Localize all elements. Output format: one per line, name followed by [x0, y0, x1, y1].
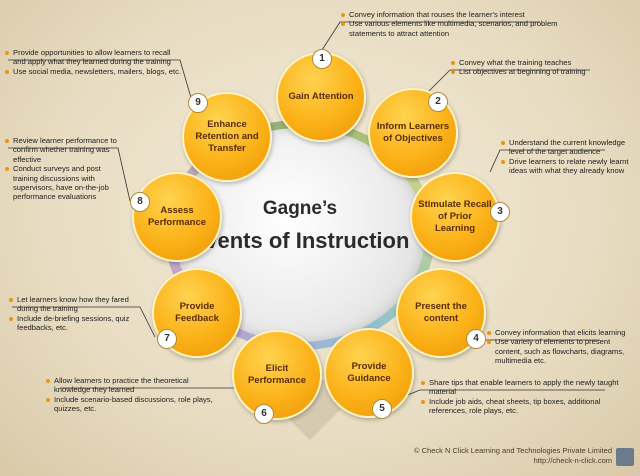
- event-label: Stimulate Recall of Prior Learning: [418, 199, 492, 234]
- event-number-1: 1: [312, 49, 332, 69]
- note-item: Review learner performance to confirm wh…: [4, 136, 122, 164]
- event-3-stimulate-recall: Stimulate Recall of Prior Learning: [410, 172, 500, 262]
- note-item: Include de-briefing sessions, quiz feedb…: [8, 314, 148, 333]
- note-event-8: Review learner performance to confirm wh…: [4, 136, 122, 202]
- connector-3: [489, 149, 605, 173]
- note-item: Convey information that rouses the learn…: [340, 10, 560, 19]
- center-title: Gagne’s: [262, 198, 338, 219]
- event-label: Inform Learners of Objectives: [376, 121, 450, 144]
- event-label: Gain Attention: [288, 91, 354, 102]
- note-item: Understand the current knowledge level o…: [500, 138, 630, 157]
- event-number-6: 6: [254, 404, 274, 424]
- center-subtitle: Events of Instruction: [190, 228, 410, 253]
- connector-7: [12, 306, 156, 338]
- note-item: Include job aids, cheat sheets, tip boxe…: [420, 397, 620, 416]
- note-event-3: Understand the current knowledge level o…: [500, 138, 630, 176]
- note-event-4: Convey information that elicits learning…: [486, 328, 631, 366]
- event-4-present-content: Present the content: [396, 268, 486, 358]
- event-number-5: 5: [372, 399, 392, 419]
- event-label: Assess Performance: [147, 205, 207, 228]
- footer-copyright: © Check N Click Learning and Technologie…: [414, 446, 612, 455]
- event-label: Present the content: [415, 301, 467, 324]
- note-item: Convey information that elicits learning: [486, 328, 631, 337]
- connector-1: [321, 21, 540, 51]
- event-number-9: 9: [188, 93, 208, 113]
- event-number-7: 7: [157, 329, 177, 349]
- note-item: Provide opportunities to allow learners …: [4, 48, 184, 67]
- connector-2: [427, 69, 590, 93]
- event-1-gain-attention: Gain Attention: [276, 52, 366, 142]
- note-item: Drive learners to relate newly learnt id…: [500, 157, 630, 176]
- note-item: Conduct surveys and post training discus…: [4, 164, 122, 202]
- note-item: List objectives at beginning of training: [450, 67, 620, 76]
- event-number-4: 4: [466, 329, 486, 349]
- event-6-elicit-performance: Elicit Performance: [232, 330, 322, 420]
- event-number-3: 3: [490, 202, 510, 222]
- note-item: Allow learners to practice the theoretic…: [45, 376, 225, 395]
- connector-8: [8, 147, 131, 202]
- note-event-1: Convey information that rouses the learn…: [340, 10, 560, 38]
- note-item: Use social media, newsletters, mailers, …: [4, 67, 184, 76]
- event-label: Enhance Retention and Transfer: [195, 119, 259, 154]
- event-label: Provide Feedback: [175, 301, 219, 324]
- note-event-2: Convey what the training teaches List ob…: [450, 58, 620, 77]
- note-item: Convey what the training teaches: [450, 58, 620, 67]
- event-label: Provide Guidance: [347, 361, 391, 384]
- footer-url: http://check-n-click.com: [533, 456, 612, 465]
- note-item: Use variety of elements to present conte…: [486, 337, 631, 365]
- note-item: Share tips that enable learners to apply…: [420, 378, 620, 397]
- event-number-2: 2: [428, 92, 448, 112]
- connector-9: [8, 59, 193, 102]
- note-item: Let learners know how they fared during …: [8, 295, 148, 314]
- note-event-7: Let learners know how they fared during …: [8, 295, 148, 333]
- footer: © Check N Click Learning and Technologie…: [414, 446, 612, 466]
- brand-logo-icon: [616, 448, 634, 466]
- note-event-6: Allow learners to practice the theoretic…: [45, 376, 225, 414]
- note-event-5: Share tips that enable learners to apply…: [420, 378, 620, 416]
- event-label: Elicit Performance: [247, 363, 307, 386]
- event-8-assess-performance: Assess Performance: [132, 172, 222, 262]
- note-event-9: Provide opportunities to allow learners …: [4, 48, 184, 76]
- event-5-provide-guidance: Provide Guidance: [324, 328, 414, 418]
- event-number-8: 8: [130, 192, 150, 212]
- note-item: Use various elements like multimedia, sc…: [340, 19, 560, 38]
- note-item: Include scenario-based discussions, role…: [45, 395, 225, 414]
